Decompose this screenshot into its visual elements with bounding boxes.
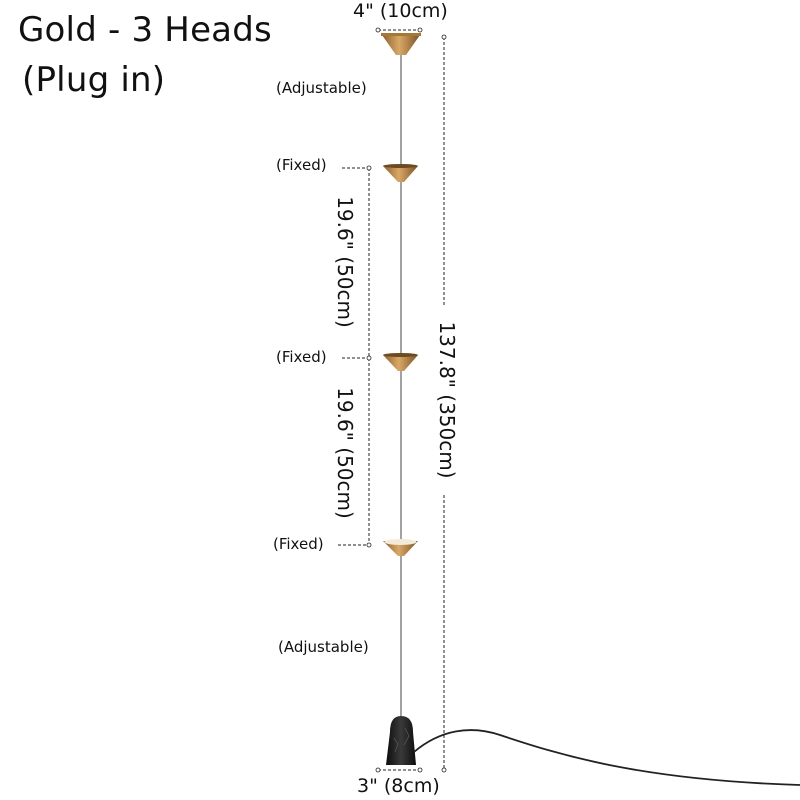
total-height-dimension: 137.8" (350cm) [435, 321, 459, 479]
ceiling-canopy [382, 35, 420, 55]
power-cable [413, 729, 800, 786]
lamp-head-2 [383, 353, 418, 371]
lamp-head-1 [383, 164, 418, 182]
fixed-label-1: (Fixed) [276, 156, 327, 174]
fixed-label-2: (Fixed) [276, 348, 327, 366]
product-subtitle: (Plug in) [22, 60, 166, 100]
top-width-dimension: 4" (10cm) [353, 0, 448, 22]
spacing-dimension-2: 19.6" (50cm) [333, 387, 357, 519]
spacing-dimension-1: 19.6" (50cm) [333, 196, 357, 328]
lamp-head-3 [383, 539, 418, 556]
adjustable-label-top: (Adjustable) [276, 79, 367, 97]
product-title: Gold - 3 Heads [18, 10, 272, 50]
lamp-base [386, 716, 416, 765]
fixed-label-3: (Fixed) [273, 535, 324, 553]
adjustable-label-bottom: (Adjustable) [278, 638, 369, 656]
bottom-width-dimension: 3" (8cm) [357, 775, 440, 797]
